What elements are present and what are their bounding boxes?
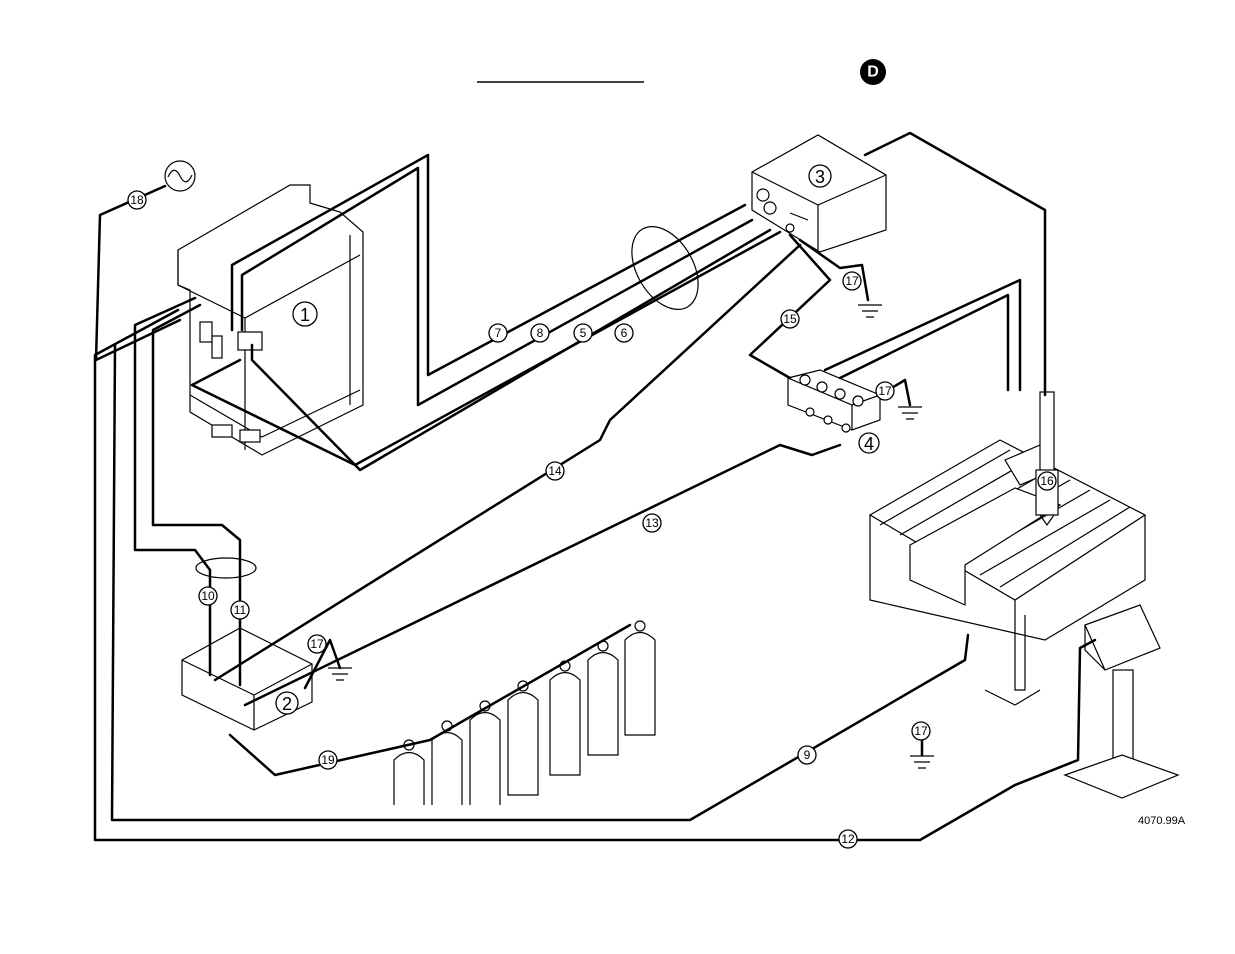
svg-text:11: 11 — [234, 603, 247, 617]
svg-text:10: 10 — [201, 589, 215, 603]
ignition-console-unit — [181, 627, 313, 731]
callout-14: 14 — [545, 461, 565, 481]
badge-label: D — [867, 64, 879, 81]
svg-text:17: 17 — [914, 724, 928, 738]
line-8 — [240, 166, 754, 407]
callout-3: 3 — [808, 164, 832, 188]
line-16 — [863, 131, 1047, 397]
callout-17: 17 — [307, 634, 327, 654]
callout-13: 13 — [642, 513, 662, 533]
line-15 — [748, 233, 832, 380]
gas-cylinders — [393, 620, 656, 805]
gas-cylinder-icon — [507, 680, 539, 796]
line-17a — [798, 238, 870, 302]
gas-cylinder-icon — [587, 640, 619, 756]
svg-text:12: 12 — [841, 832, 855, 846]
callout-11: 11 — [230, 600, 250, 620]
line-6 — [190, 230, 782, 467]
gas-cylinder-icon — [624, 620, 656, 736]
svg-text:14: 14 — [548, 464, 562, 478]
callout-5: 5 — [573, 323, 593, 343]
callout-1: 1 — [292, 301, 318, 327]
svg-text:1: 1 — [300, 305, 310, 325]
callout-10: 10 — [198, 586, 218, 606]
line-7 — [230, 153, 747, 377]
callout-19: 19 — [318, 750, 338, 770]
callout-17: 17 — [842, 271, 862, 291]
controller-pedestal — [1063, 604, 1180, 799]
svg-text:2: 2 — [282, 694, 292, 714]
svg-text:13: 13 — [645, 516, 659, 530]
callout-2: 2 — [275, 691, 299, 715]
svg-text:9: 9 — [804, 748, 811, 762]
gas-cylinder-icon — [393, 739, 425, 805]
ac-power-icon — [164, 160, 196, 192]
line-9 — [110, 343, 970, 822]
callout-16: 16 — [1037, 471, 1057, 491]
figure-number: 4070.99A — [1138, 815, 1186, 827]
svg-text:18: 18 — [130, 193, 144, 207]
callout-18: 18 — [127, 190, 147, 210]
svg-text:19: 19 — [321, 753, 335, 767]
ground-icon — [328, 667, 352, 681]
line-18 — [94, 184, 182, 362]
callout-7: 7 — [488, 323, 508, 343]
gas-cylinder-icon — [469, 700, 501, 805]
gas-cylinder-icon — [431, 720, 463, 805]
svg-text:17: 17 — [845, 274, 859, 288]
line-11 — [151, 303, 242, 687]
svg-text:4: 4 — [864, 434, 874, 454]
svg-text:7: 7 — [495, 326, 502, 340]
ground-icon — [910, 755, 934, 769]
callout-12: 12 — [838, 829, 858, 849]
ground-icon — [898, 406, 922, 420]
line-19 — [228, 623, 632, 777]
cutting-table — [868, 439, 1147, 706]
svg-text:17: 17 — [310, 637, 324, 651]
line-13 — [243, 443, 842, 707]
svg-text:3: 3 — [815, 167, 825, 187]
line-14 — [213, 243, 802, 682]
gas-console-unit — [751, 134, 887, 253]
svg-text:6: 6 — [621, 326, 628, 340]
svg-text:5: 5 — [580, 326, 587, 340]
svg-text:8: 8 — [537, 326, 544, 340]
power-supply-unit — [177, 184, 364, 456]
valve-manifold-unit — [787, 369, 881, 433]
callout-4: 4 — [858, 432, 880, 454]
svg-text:17: 17 — [878, 384, 892, 398]
callout-9: 9 — [797, 745, 817, 765]
callout-17: 17 — [911, 721, 931, 741]
ground-icon — [858, 304, 882, 318]
line-16b — [823, 278, 1022, 392]
svg-text:15: 15 — [783, 312, 797, 326]
line-16c — [838, 293, 1010, 392]
line-12 — [93, 308, 1097, 842]
lead-bundle-ring — [631, 225, 699, 311]
callout-15: 15 — [780, 309, 800, 329]
callout-8: 8 — [530, 323, 550, 343]
line-17c — [303, 638, 342, 690]
svg-text:16: 16 — [1040, 474, 1054, 488]
lead-bundle-ring — [195, 557, 257, 579]
callout-6: 6 — [614, 323, 634, 343]
section-badge: D — [860, 59, 886, 85]
gas-cylinder-icon — [549, 660, 581, 776]
callout-17: 17 — [875, 381, 895, 401]
